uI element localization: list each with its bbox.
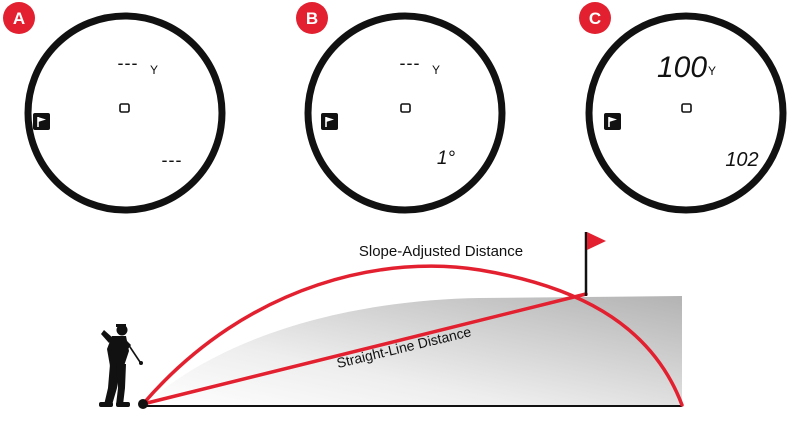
flag-icon: [33, 113, 50, 130]
distance-readout: 100: [657, 51, 707, 84]
viewfinder-panel-a: A --- Y ---: [3, 2, 226, 214]
viewfinder-panel-b: B --- Y 1°: [296, 2, 506, 214]
pin-flag-icon: [584, 232, 606, 296]
golfer-icon: [99, 324, 143, 407]
slope-adjusted-arc: [141, 264, 684, 407]
viewfinder-circle: [304, 12, 506, 214]
flag-icon: [604, 113, 621, 130]
bottom-readout: 1°: [437, 148, 456, 169]
distance-unit: Y: [708, 64, 716, 78]
bottom-readout: ---: [162, 150, 183, 170]
golf-ball-icon: [138, 399, 148, 409]
aim-reticle-icon: [119, 103, 130, 113]
panel-badge: [3, 2, 35, 34]
viewfinder-panel-c: C 100 Y 102: [579, 2, 787, 214]
distance-unit: Y: [432, 63, 440, 77]
straight-line-path: [141, 292, 588, 406]
distance-readout: ---: [118, 53, 139, 73]
aim-reticle-icon: [681, 103, 692, 113]
viewfinder-circle: [24, 12, 226, 214]
panel-badge: [579, 2, 611, 34]
viewfinder-circle: [585, 12, 787, 214]
distance-unit: Y: [150, 63, 158, 77]
panel-badge: [296, 2, 328, 34]
aim-reticle-icon: [400, 103, 411, 113]
panel-badge-label: C: [589, 9, 601, 28]
flag-icon: [321, 113, 338, 130]
panel-badge-label: A: [13, 9, 25, 28]
distance-readout: ---: [400, 53, 421, 73]
bottom-readout: 102: [725, 149, 758, 171]
slope-adjusted-label: Slope-Adjusted Distance: [359, 243, 523, 260]
hill-slope: [145, 296, 682, 406]
panel-badge-label: B: [306, 9, 318, 28]
